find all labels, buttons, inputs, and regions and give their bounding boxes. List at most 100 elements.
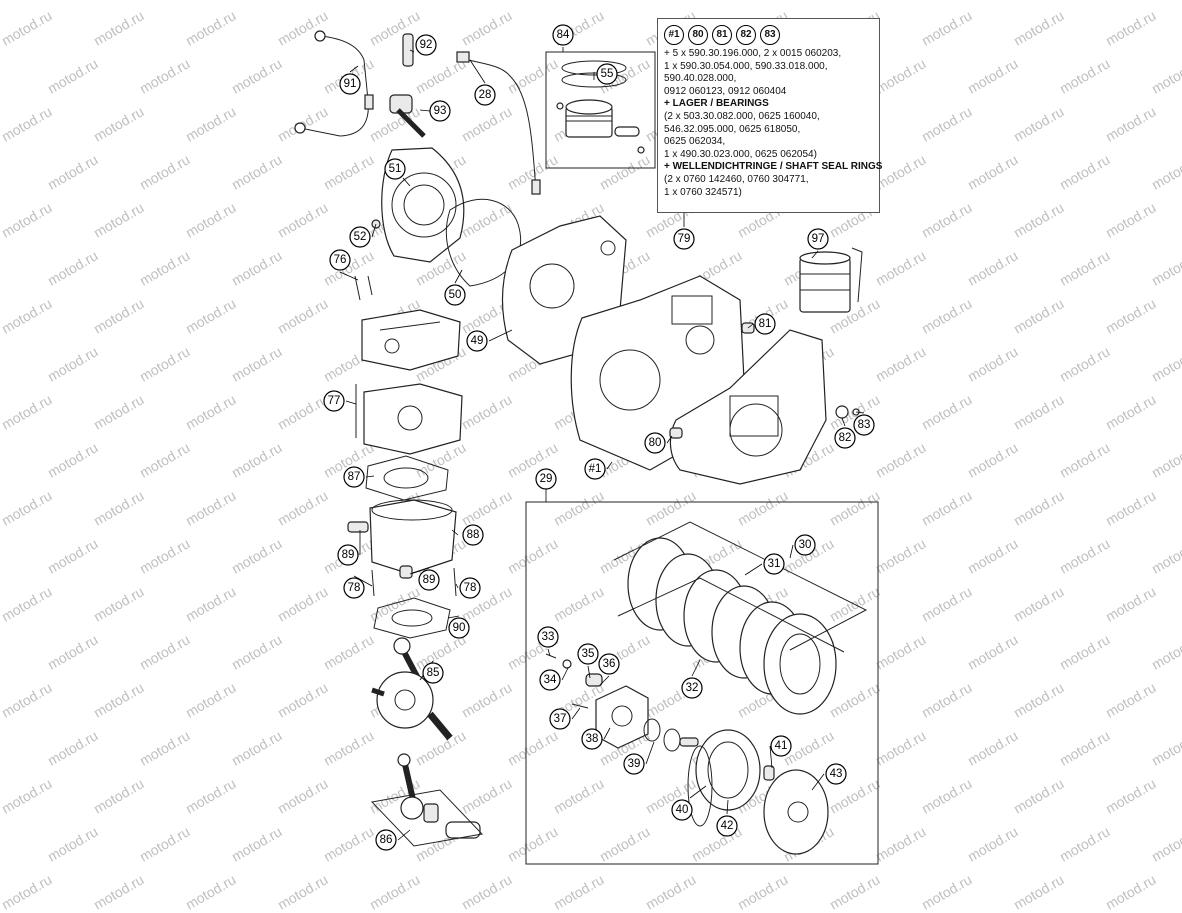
leader-line [547,648,551,657]
callout-77: 77 [323,390,345,412]
callout-label: 41 [775,740,788,752]
leader-line [488,329,513,342]
callout-label: 78 [464,582,477,594]
callout-82: 82 [834,427,856,449]
cylinder-studs [371,567,457,597]
callout-label: 52 [354,231,367,243]
callout-97: 97 [807,228,829,250]
callout-78: 78 [459,577,481,599]
callout-label: 93 [434,105,447,117]
leader-line [645,741,655,765]
callout-label: 83 [858,419,871,431]
callout-39: 39 [623,753,645,775]
callout-label: 38 [586,733,599,745]
exhaust-actuator [389,94,426,138]
kit-badge: #1 [664,25,684,45]
callout-84: 84 [552,24,574,46]
leader-line [353,575,373,587]
kit-part-line: 0912 060123, 0912 060404 [664,85,787,97]
callout-76: 76 [329,249,351,271]
kit-part-line: 1 x 590.30.054.000, 590.33.018.000, [664,60,828,72]
callout-43: 43 [825,763,847,785]
callout-93: 93 [429,100,451,122]
leader-line [789,544,794,559]
callout-36: 36 [598,653,620,675]
leader-line [409,49,415,53]
callout-label: 39 [628,758,641,770]
callout-42: 42 [716,815,738,837]
leader-line [769,745,773,769]
leader-line [744,563,763,576]
clutch-hub-parts [643,718,699,752]
leader-lines [339,47,865,841]
callout-83: 83 [853,414,875,436]
leader-line [561,667,569,681]
callout-88: 88 [462,524,484,546]
callout-label: 43 [830,768,843,780]
callout-81: 81 [754,313,776,335]
callout-label: 30 [799,539,812,551]
callout-label: 91 [344,78,357,90]
head-gasket [365,455,449,501]
clutch-basket [687,729,761,827]
callout-40: 40 [671,799,693,821]
callout-91: 91 [339,73,361,95]
callout-33: 33 [537,626,559,648]
callout-80: 80 [644,432,666,454]
primary-gear [763,765,829,855]
leader-line [855,411,865,414]
callout-34: 34 [539,669,561,691]
leader-line [587,665,591,679]
callout-49: 49 [466,330,488,352]
piston-kit-frame [545,51,656,169]
leader-line [689,785,707,799]
kit-part-line: 0625 062034, [664,136,726,148]
kit-part-line: 546.32.095.000, 0625 618050, [664,123,801,135]
leader-line [691,659,701,677]
kit-badge: 83 [760,25,780,45]
callout-label: 87 [348,471,361,483]
crankshaft [371,637,453,741]
kit-section-heading: + WELLENDICHTRINGE / SHAFT SEAL RINGS [664,161,883,173]
callout-31: 31 [763,553,785,575]
leader-line [451,529,459,536]
callout-label: 78 [348,582,361,594]
kit-legend-lines: + 5 x 590.30.196.000, 2 x 0015 060203, 1… [664,48,883,199]
leader-line [371,223,377,238]
leader-line [599,675,610,686]
callout-85: 85 [422,662,444,684]
leader-line [454,269,463,284]
cylinder-head-cover [361,309,461,371]
leader-line [811,250,819,259]
callout-37: 37 [549,708,571,730]
base-gasket [373,597,451,639]
leader-line [409,567,430,575]
leader-line [666,435,673,444]
leader-line [345,400,357,405]
leader-line [606,461,613,470]
callout-label: 33 [542,631,555,643]
piston-ring-tool [799,247,863,313]
kit-badge: 81 [712,25,732,45]
callout-55: 55 [596,63,618,85]
callout-kit1: #1 [584,458,606,480]
leader-line [349,65,359,73]
callout-label: 89 [423,574,436,586]
callout-35: 35 [577,643,599,665]
kit-section-heading: + LAGER / BEARINGS [664,98,769,110]
callout-label: 31 [768,558,781,570]
callout-92: 92 [415,34,437,56]
leader-line [419,109,431,112]
connecting-rod [370,753,484,847]
callout-79: 79 [673,228,695,250]
callout-label: #1 [589,463,602,475]
leader-line [811,773,825,791]
kit-part-line: 1 x 0760 324571) [664,186,742,198]
kit-badge: 82 [736,25,756,45]
kit-part-line: (2 x 503.30.082.000, 0625 160040, [664,110,820,122]
leader-line [841,417,846,427]
callout-89: 89 [337,544,359,566]
callout-label: 42 [721,820,734,832]
